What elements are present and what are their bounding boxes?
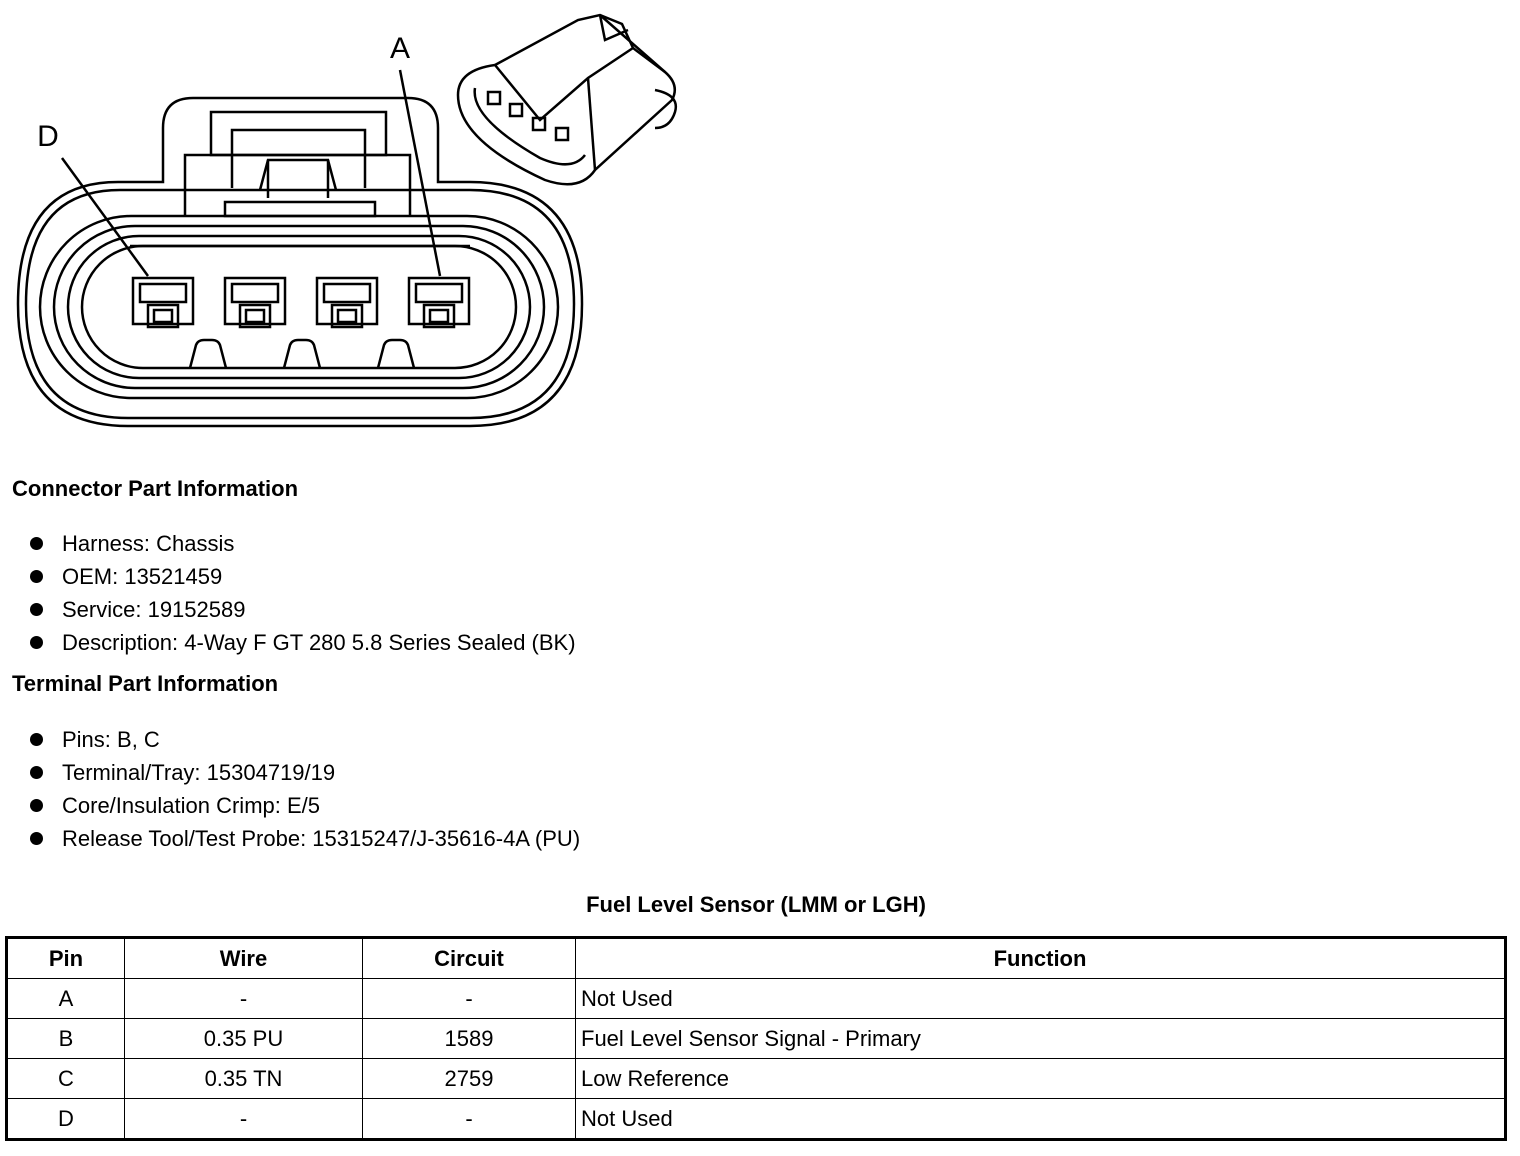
table-title: Fuel Level Sensor (LMM or LGH) [586, 892, 926, 917]
cell-pin: C [6, 1058, 125, 1099]
table-row: B 0.35 PU 1589 Fuel Level Sensor Signal … [6, 1018, 1506, 1059]
list-item: OEM: 13521459 [28, 560, 576, 593]
header-wire: Wire [124, 937, 363, 979]
bullet-icon [30, 636, 43, 649]
cell-wire: - [124, 1098, 363, 1140]
bullet-icon [30, 799, 43, 812]
list-item: Pins: B, C [28, 723, 580, 756]
list-item: Description: 4-Way F GT 280 5.8 Series S… [28, 626, 576, 659]
cell-function: Fuel Level Sensor Signal - Primary [575, 1018, 1506, 1059]
cell-pin: B [6, 1018, 125, 1059]
cavity-b [315, 276, 379, 329]
list-item: Core/Insulation Crimp: E/5 [28, 789, 580, 822]
cell-circuit: - [362, 978, 576, 1019]
list-item: Terminal/Tray: 15304719/19 [28, 756, 580, 789]
bullet-icon [30, 570, 43, 583]
cell-function: Low Reference [575, 1058, 1506, 1099]
list-item: Service: 19152589 [28, 593, 576, 626]
header-circuit: Circuit [362, 937, 576, 979]
cell-function: Not Used [575, 978, 1506, 1019]
cavity-c [223, 276, 287, 329]
table-row: D - - Not Used [6, 1098, 1506, 1140]
pin-label-a: A [390, 32, 410, 65]
cell-circuit: 1589 [362, 1018, 576, 1059]
cell-wire: 0.35 TN [124, 1058, 363, 1099]
list-item: Harness: Chassis [28, 527, 576, 560]
cavity-a [407, 276, 471, 329]
connector-3d-view [456, 13, 678, 186]
cell-pin: D [6, 1098, 125, 1140]
bullet-icon [30, 766, 43, 779]
cavity-d [131, 276, 195, 329]
table-row: A - - Not Used [6, 978, 1506, 1019]
list-item: Release Tool/Test Probe: 15315247/J-3561… [28, 822, 580, 855]
connector-diagram: A D [16, 13, 678, 428]
bullet-icon [30, 603, 43, 616]
cell-pin: A [6, 978, 125, 1019]
terminal-info-heading: Terminal Part Information [12, 671, 279, 696]
bullet-icon [30, 537, 43, 550]
pinout-table: Pin Wire Circuit Function A - - Not Used… [5, 936, 1507, 1141]
connector-face-view [16, 96, 584, 428]
connector-info-list: Harness: Chassis OEM: 13521459 Service: … [28, 527, 576, 659]
header-function: Function [575, 937, 1506, 979]
pin-label-d: D [37, 120, 59, 153]
table-header-row: Pin Wire Circuit Function [6, 937, 1506, 979]
terminal-info-list: Pins: B, C Terminal/Tray: 15304719/19 Co… [28, 723, 580, 855]
bullet-icon [30, 733, 43, 746]
cell-circuit: - [362, 1098, 576, 1140]
cell-wire: 0.35 PU [124, 1018, 363, 1059]
header-pin: Pin [6, 937, 125, 979]
cell-wire: - [124, 978, 363, 1019]
table-row: C 0.35 TN 2759 Low Reference [6, 1058, 1506, 1099]
connector-info-heading: Connector Part Information [12, 476, 299, 501]
cell-function: Not Used [575, 1098, 1506, 1140]
cell-circuit: 2759 [362, 1058, 576, 1099]
terminal-cavities [131, 276, 471, 329]
bullet-icon [30, 832, 43, 845]
pin-leader-lines [60, 69, 442, 277]
